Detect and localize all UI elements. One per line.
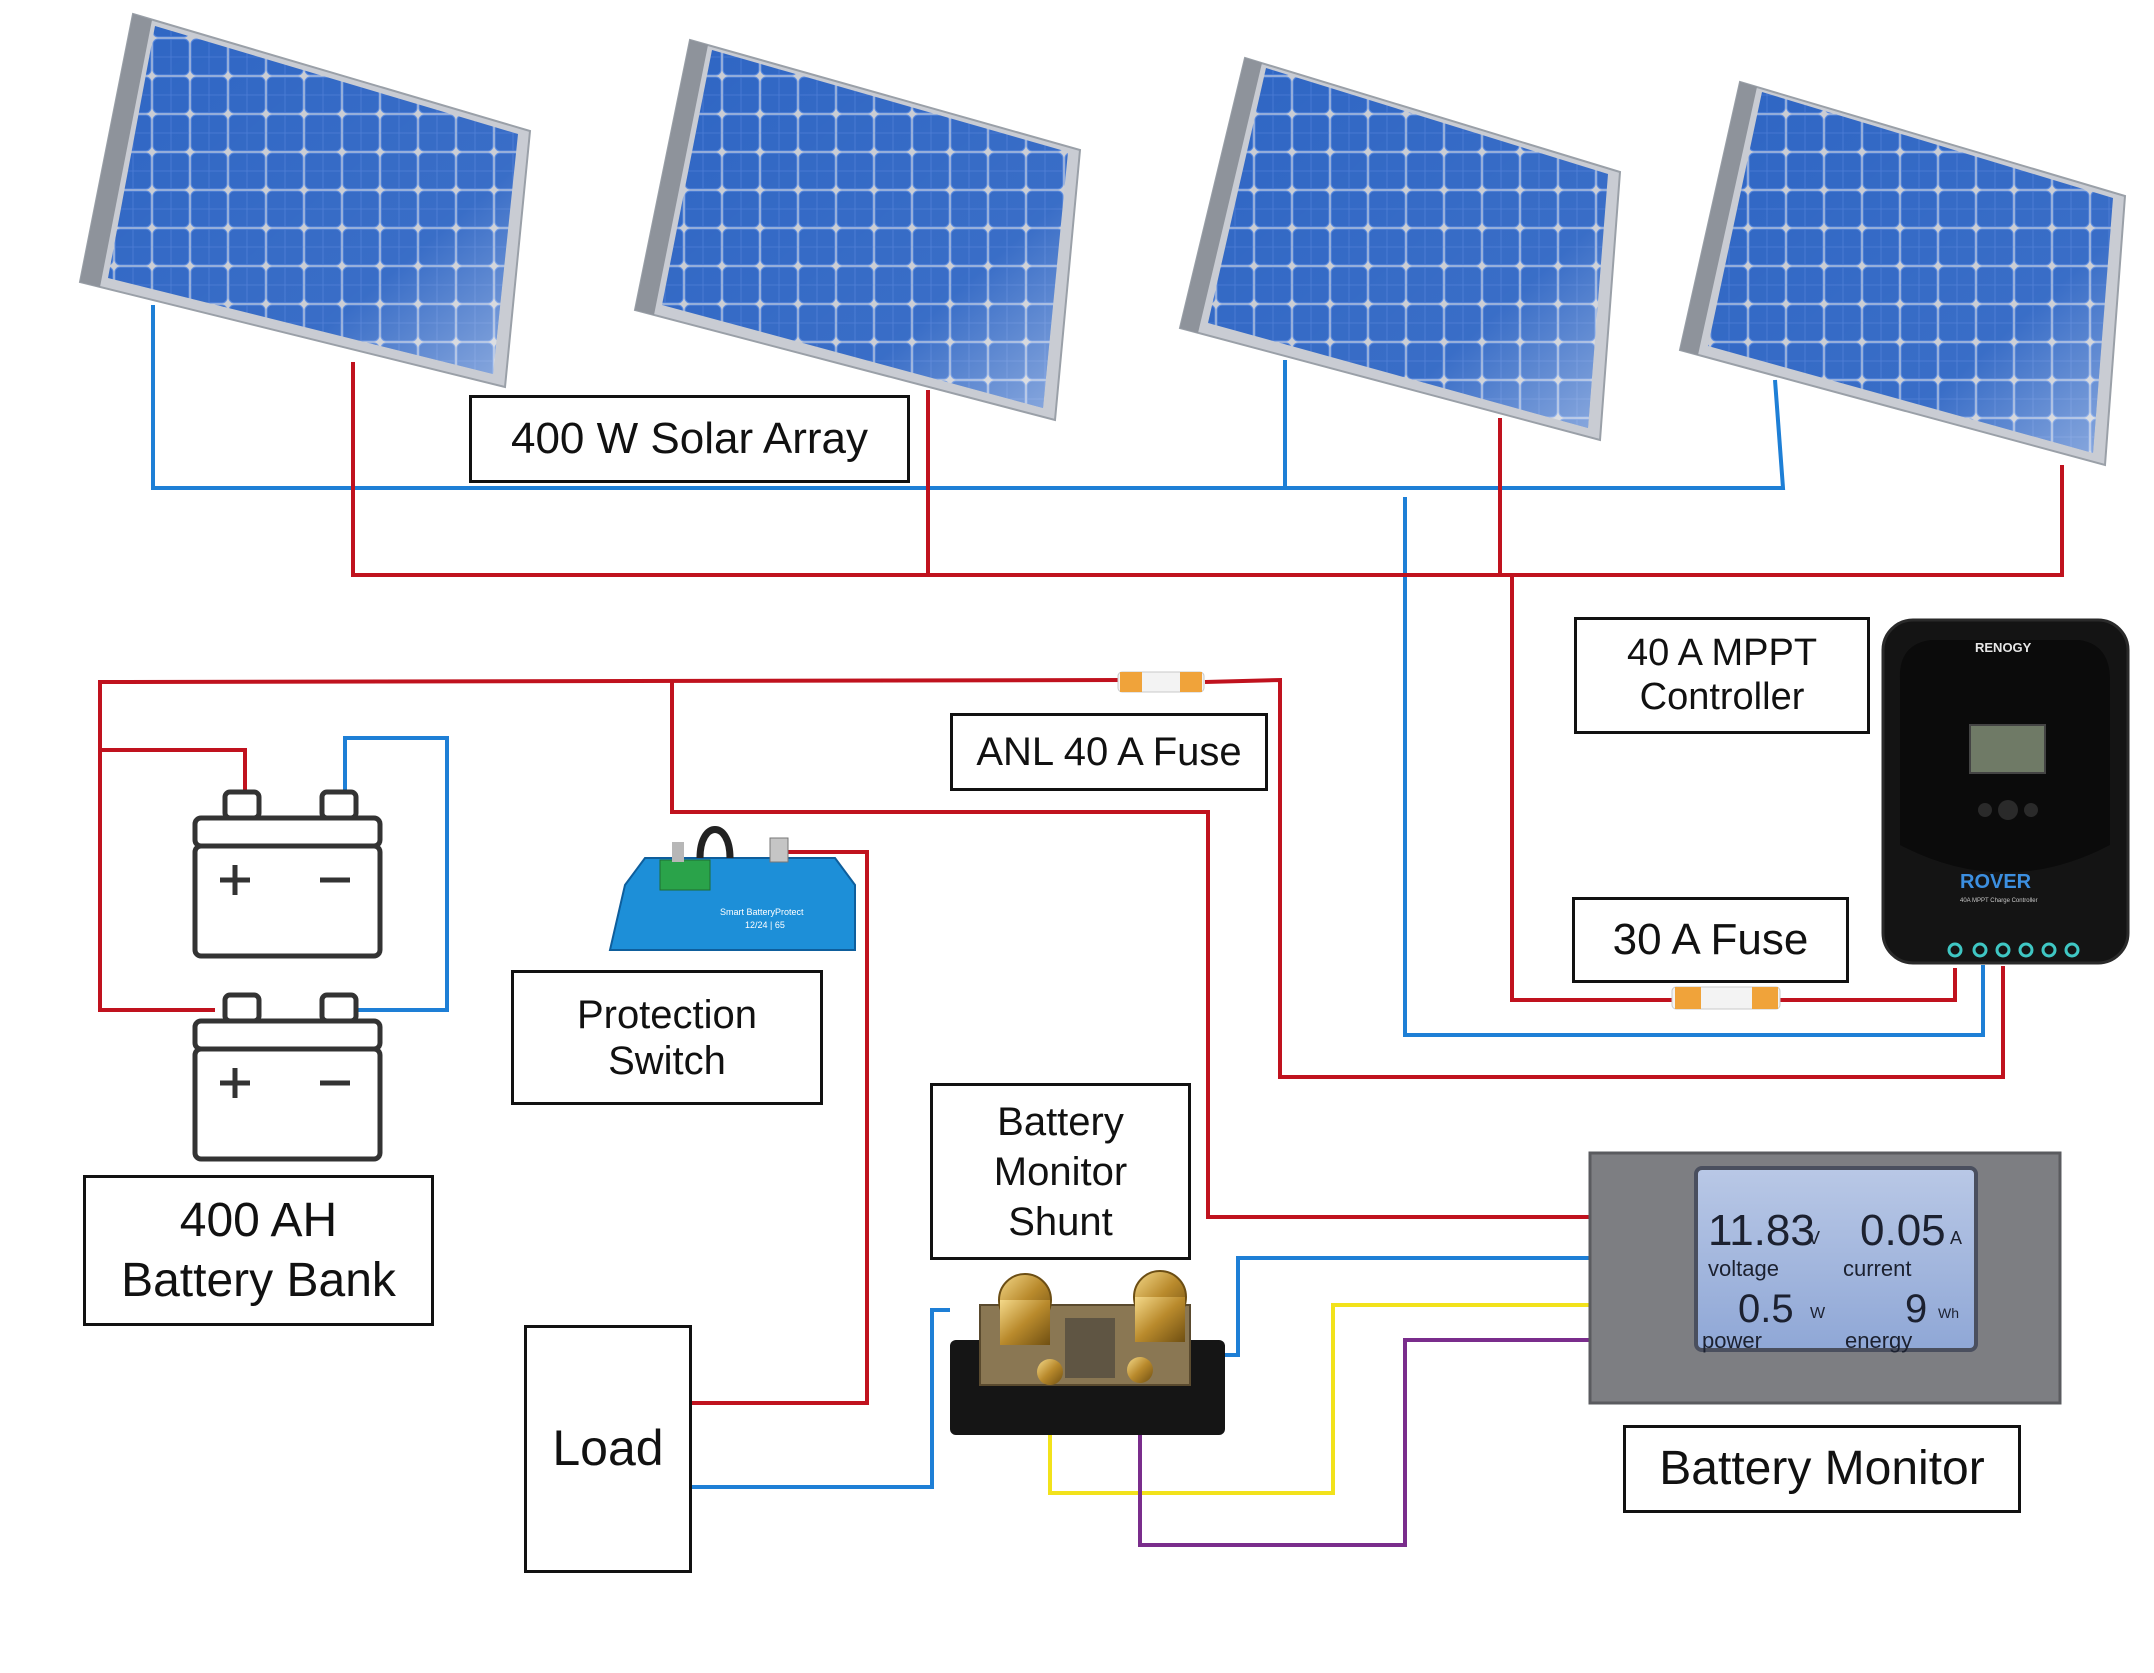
protection-switch-label: Protection Switch	[511, 970, 823, 1105]
sense-wire-yellow	[1048, 1303, 1595, 1495]
protection-label-line2: Switch	[608, 1038, 726, 1083]
power-value: 0.5	[1738, 1287, 1794, 1331]
solar-array-label: 400 W Solar Array	[469, 395, 910, 483]
solar-panel-3	[1178, 56, 1622, 442]
load-negative	[690, 1308, 950, 1489]
protection-output	[690, 850, 869, 1405]
mppt-label-line1: 40 A MPPT	[1626, 631, 1818, 674]
controller-brand: RENOGY	[1975, 640, 2032, 655]
solar-panel-4	[1678, 80, 2127, 467]
energy-label: energy	[1845, 1328, 1912, 1353]
battery-label-line2: Battery Bank	[121, 1253, 396, 1307]
load-label: Load	[524, 1325, 692, 1573]
anl-fuse-body	[1117, 671, 1205, 693]
current-label: current	[1843, 1256, 1911, 1281]
battery-1-positive	[100, 748, 247, 792]
battery-negative-loop	[343, 736, 449, 1012]
negative-to-controller	[1403, 497, 1985, 1037]
battery-2	[192, 992, 383, 1162]
battery-parallel-positive	[98, 750, 215, 1012]
protection-input	[670, 682, 1595, 1219]
mppt-controller-label: 40 A MPPT Controller	[1574, 617, 1870, 734]
shunt-label-line2: Monitor	[993, 1149, 1128, 1194]
fuse-30-label: 30 A Fuse	[1572, 897, 1849, 983]
mppt-controller: RENOGY ROVER 40A MPPT Charge Controller	[1881, 618, 2130, 965]
anl-fuse-label: ANL 40 A Fuse	[950, 713, 1268, 791]
current-value: 0.05	[1860, 1206, 1946, 1255]
solar-negative-bus	[151, 305, 1786, 490]
voltage-label: voltage	[1708, 1256, 1779, 1281]
fuse-30-body	[1671, 986, 1781, 1010]
energy-value: 9	[1905, 1287, 1927, 1331]
protection-label-line1: Protection	[576, 992, 758, 1037]
protect-device-spec: 12/24 | 65	[745, 920, 785, 930]
power-unit: W	[1810, 1305, 1826, 1322]
battery-monitor-label: Battery Monitor	[1623, 1425, 2021, 1513]
current-unit: A	[1950, 1228, 1962, 1248]
shunt-to-monitor-blue	[1220, 1256, 1595, 1357]
shunt-label-line3: Shunt	[1008, 1199, 1113, 1244]
battery-1	[192, 789, 383, 959]
voltage-value: 11.83	[1708, 1206, 1815, 1255]
anl-to-controller	[1204, 677, 2005, 1079]
battery-monitor-shunt	[950, 1270, 1225, 1435]
battery-monitor-device: 11.83 V voltage 0.05 A current 0.5 W pow…	[1588, 1151, 2062, 1405]
battery-protect-device: Smart BatteryProtect 12/24 | 65	[608, 826, 856, 951]
battery-label-line1: 400 AH	[179, 1193, 338, 1247]
shunt-label-line1: Battery	[997, 1099, 1124, 1144]
power-label: power	[1702, 1328, 1762, 1353]
voltage-unit: V	[1808, 1228, 1820, 1248]
controller-model: ROVER	[1960, 871, 2032, 893]
controller-subtitle: 40A MPPT Charge Controller	[1960, 898, 2038, 904]
sense-wire-purple	[1138, 1338, 1595, 1547]
battery-bank-label: 400 AH Battery Bank	[83, 1175, 434, 1326]
solar-panel-2	[633, 38, 1082, 422]
solar-panel-1	[78, 12, 532, 389]
wiring	[98, 305, 2064, 1547]
energy-unit: Wh	[1938, 1305, 1959, 1321]
protect-device-name: Smart BatteryProtect	[720, 907, 804, 917]
solar-positive-bus	[351, 362, 2064, 577]
shunt-label: Battery Monitor Shunt	[930, 1083, 1191, 1260]
battery-positive-main	[98, 678, 1126, 755]
mppt-label-line2: Controller	[1639, 675, 1805, 718]
